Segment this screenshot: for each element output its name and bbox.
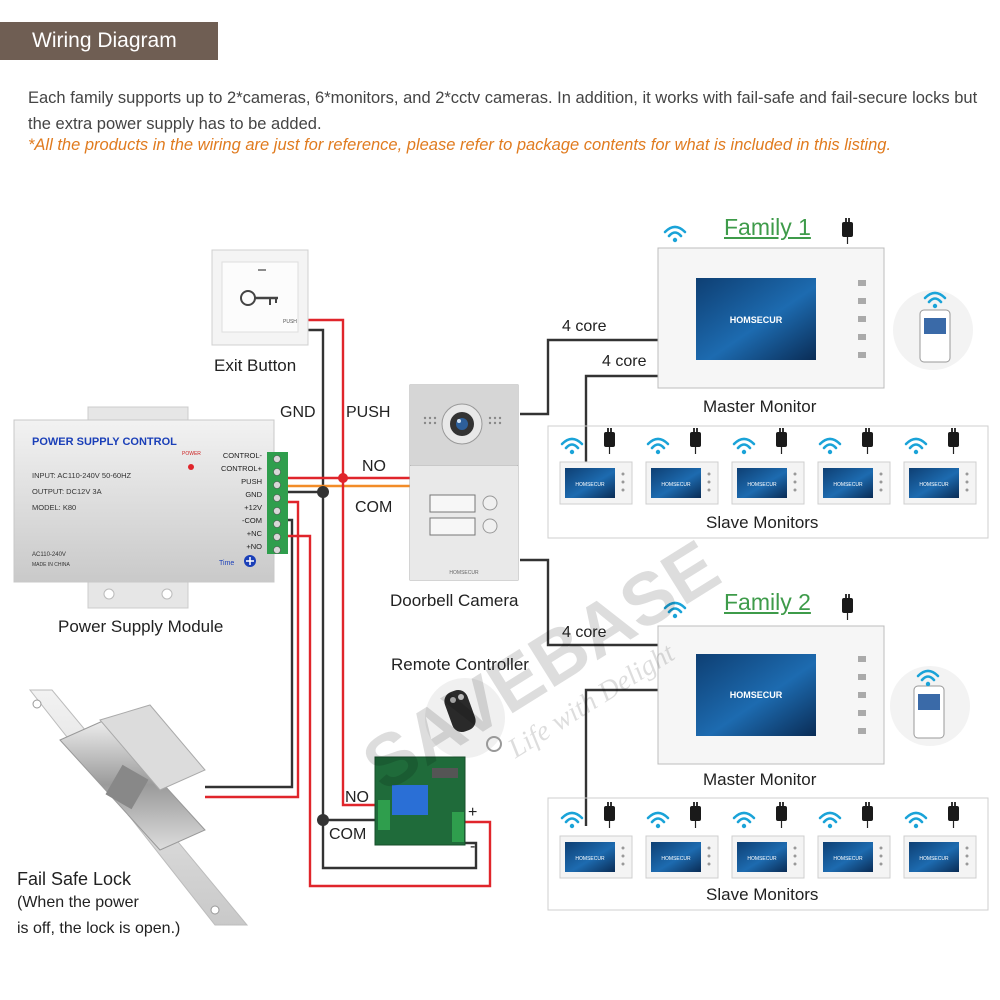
wires [205, 318, 658, 888]
family1-master-monitor: HOMSECUR [657, 247, 885, 389]
f1-master-brand: HOMSECUR [730, 315, 783, 325]
wifi-icon [732, 437, 756, 456]
family2-title: Family 2 [724, 589, 811, 615]
no-label-relay: NO [345, 789, 369, 806]
power-supply-label: Power Supply Module [58, 617, 224, 636]
wifi-icon [646, 811, 670, 830]
term-control-plus: CONTROL+ [221, 464, 263, 473]
power-supply-device: POWER SUPPLY CONTROL POWER INPUT: AC110-… [13, 406, 288, 609]
lock-note-1: (When the power [17, 894, 139, 911]
com-label-relay: COM [329, 826, 367, 843]
com-label-top: COM [355, 499, 393, 516]
plus-label: + [468, 804, 478, 821]
wifi-icon [818, 437, 842, 456]
term-push: PUSH [241, 477, 262, 486]
family1-master-label: Master Monitor [703, 397, 817, 416]
lock-note-2: is off, the lock is open.) [17, 920, 181, 937]
f1-slaves-box [547, 425, 989, 539]
term-control-minus: CONTROL- [223, 451, 263, 460]
wifi-icon [904, 811, 928, 830]
doorbell-camera-label: Doorbell Camera [390, 591, 519, 610]
intro-text: Each family supports up to 2*cameras, 6*… [28, 89, 978, 133]
psu-input: INPUT: AC110-240V 50-60HZ [32, 471, 131, 480]
wifi-icon [560, 811, 584, 830]
f2-master-brand: HOMSECUR [730, 690, 783, 700]
psu-time: Time [219, 560, 234, 567]
term-gnd: GND [245, 490, 262, 499]
exit-button-device: PUSH [211, 249, 309, 346]
gnd-label: GND [280, 404, 316, 421]
psu-title: POWER SUPPLY CONTROL [32, 436, 177, 448]
psu-power-label: POWER [182, 451, 201, 457]
wifi-icon [904, 437, 928, 456]
psu-output: OUTPUT: DC12V 3A [32, 487, 102, 496]
wifi-icon [646, 437, 670, 456]
term-com: -COM [242, 516, 262, 525]
remote-controller-label: Remote Controller [391, 655, 529, 674]
f2-master-adapter [841, 593, 854, 621]
wifi-icon [663, 225, 687, 244]
exit-push-text: PUSH [283, 319, 297, 325]
f2-smartphone [890, 666, 970, 746]
family1-title: Family 1 [724, 214, 811, 240]
family2-slaves-label: Slave Monitors [706, 885, 819, 904]
wifi-icon [560, 437, 584, 456]
minus-label: - [470, 838, 476, 855]
remote-controller-device [425, 678, 505, 758]
family1-slaves-label: Slave Monitors [706, 513, 819, 532]
section-header: Wiring Diagram [0, 22, 218, 60]
core-label-2: 4 core [602, 353, 647, 370]
psu-ac: AC110-240V [32, 552, 66, 558]
doorbell-camera-device: HOMSECUR [409, 384, 519, 581]
wifi-icon [732, 811, 756, 830]
term-nc: +NC [247, 529, 263, 538]
family2-master-monitor: HOMSECUR [657, 625, 885, 765]
core-label-3: 4 core [562, 624, 607, 641]
psu-model: MODEL: K80 [32, 503, 76, 512]
family2-master-label: Master Monitor [703, 770, 817, 789]
core-label-1: 4 core [562, 318, 607, 335]
intro-note: *All the products in the wiring are just… [28, 136, 892, 154]
wifi-icon [818, 811, 842, 830]
fail-safe-lock-device [28, 689, 249, 926]
term-12v: +12V [244, 503, 262, 512]
f2-slaves-box [547, 797, 989, 911]
camera-brand: HOMSECUR [449, 570, 479, 576]
exit-button-label: Exit Button [214, 356, 297, 375]
fail-safe-lock-label: Fail Safe Lock [17, 869, 132, 889]
push-label: PUSH [346, 404, 391, 421]
f1-smartphone [893, 290, 973, 370]
term-no: +NO [246, 542, 262, 551]
f1-master-adapter [841, 217, 854, 245]
no-label-top: NO [362, 458, 386, 475]
psu-made: MADE IN CHINA [32, 562, 70, 568]
relay-module-device [374, 756, 466, 846]
